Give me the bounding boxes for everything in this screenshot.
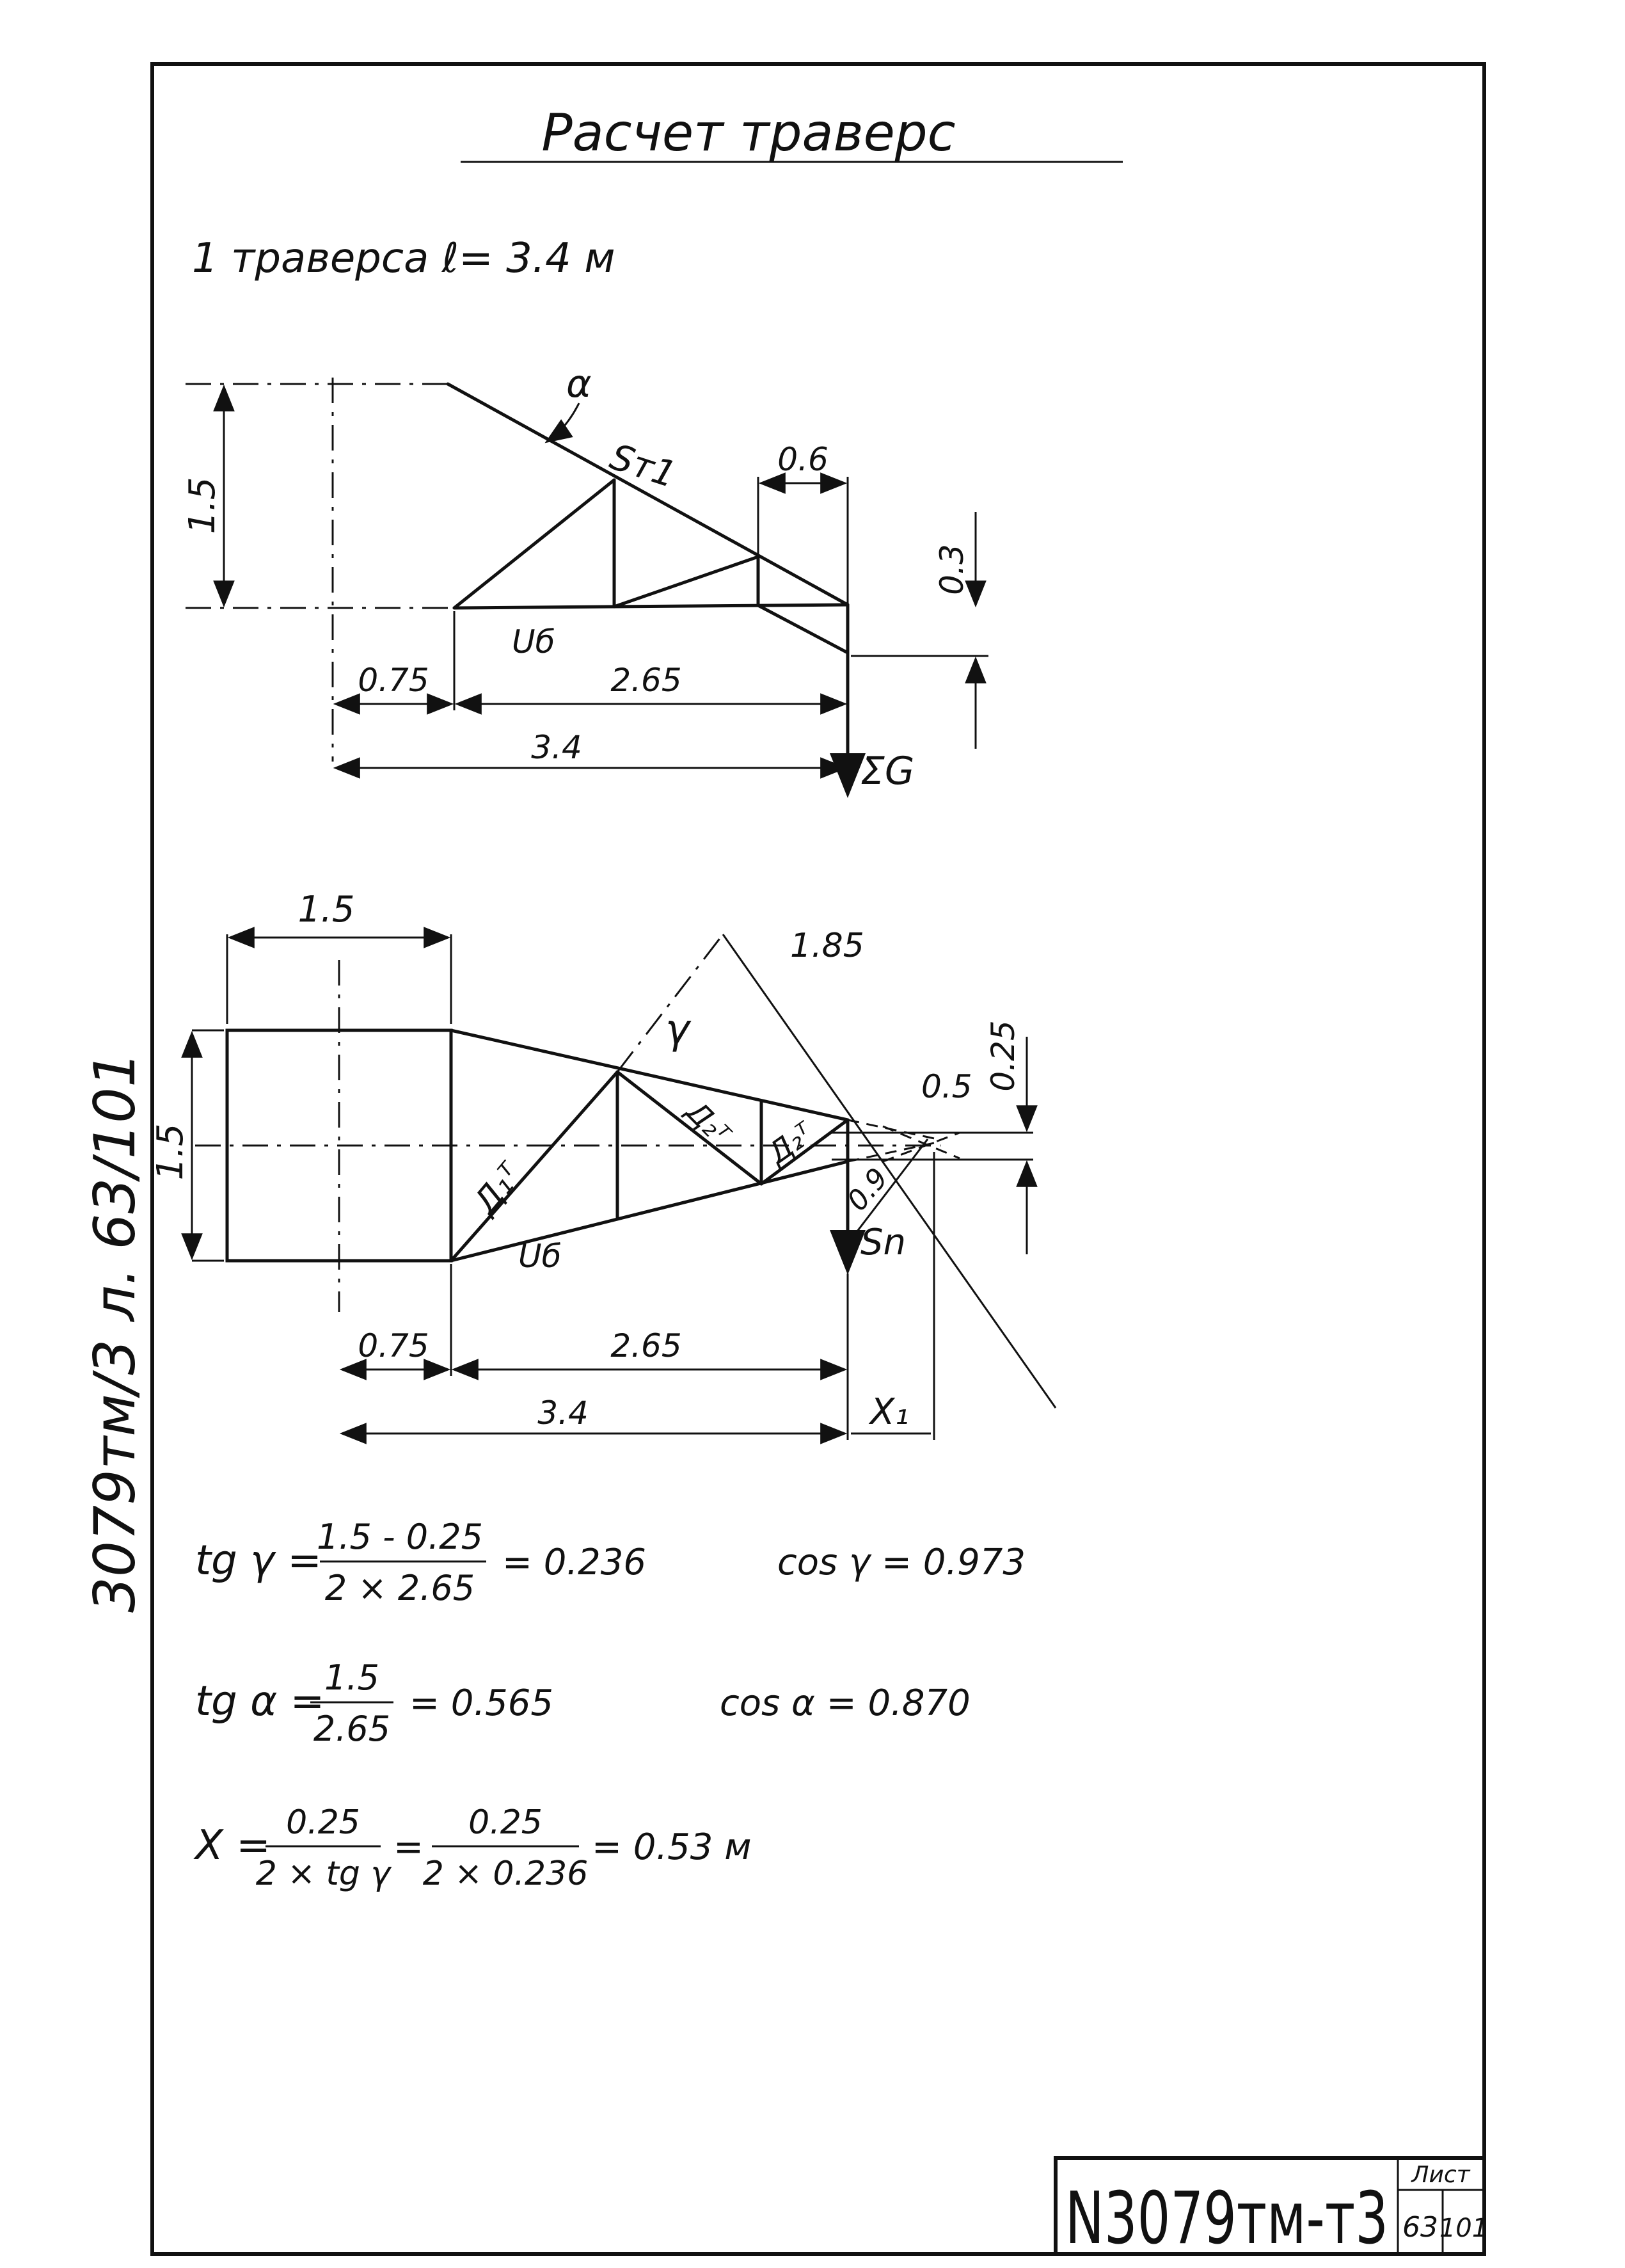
d1-angle-arc [544,403,580,443]
stamp-box [1054,2156,1486,2256]
d1-dim-b-label: 2.65 [610,662,681,699]
d2-dim-a-label: 0.75 [358,1327,429,1364]
f2-denominator: 2.65 [313,1709,390,1749]
side-code: 3079тм/3 л. 63/101 [82,1051,148,1613]
f1-lhs: tg γ = [195,1537,322,1585]
d1-right-dim-label: 0.3 [933,544,971,595]
d1-dim-a-label: 0.75 [358,662,429,699]
d2-d2b-label: Д₂ᵀ [761,1115,821,1171]
d1-height-label: 1.5 [182,477,223,534]
f2-cos: cos α = 0.870 [720,1682,971,1724]
f3-denominator-1: 2 × tg γ [256,1855,393,1893]
d2-top-chord [449,1028,850,1122]
stamp-doc-number: N3079тм-т3 [1065,2177,1388,2260]
d1-top-dim-label: 0.6 [777,441,828,478]
d1-top-chord [446,382,850,607]
d2-d1-label: Д₁ᵀ [466,1155,531,1222]
d1-diagonal-1 [452,478,616,610]
d2-ray-line [722,934,1057,1409]
d2-x1-label: X₁ [868,1391,909,1433]
d2-right-dim-label: 0.25 [985,1020,1022,1091]
d2-d2a-label: Д₂ᵀ [679,1093,738,1152]
d2-bottom-extrap [847,1141,938,1163]
f1-numerator: 1.5 - 0.25 [317,1517,483,1557]
f2-numerator: 1.5 [324,1657,379,1698]
d2-diagonal-2 [615,1070,763,1186]
f3-numerator-2: 0.25 [468,1803,543,1842]
d1-bottom-chord [452,603,850,610]
d2-dim-total-label: 3.4 [537,1394,589,1432]
f1-denominator: 2 × 2.65 [325,1568,475,1608]
d2-half-dim-label: 0.5 [921,1068,972,1105]
d1-dim-total-label: 3.4 [531,729,582,766]
diagram-1: 1.5 α Sт1 0.6 0.3 Uб 0.75 2.65 3.4 ΣG [182,362,988,798]
formula-2: tg α = 1.5 2.65 = 0.565 cos α = 0.870 [195,1657,971,1749]
d2-sn-label: Sn [860,1222,906,1263]
d1-end-member [756,603,850,655]
f3-lhs: X = [193,1822,271,1869]
d2-dim-b-label: 2.65 [610,1327,681,1364]
d2-top-dim-label: 1.5 [297,889,354,930]
f3-numerator-1: 0.25 [286,1803,360,1842]
sheet-frame [150,62,1486,2256]
title-stamp: N3079тм-т3 Лист 63 101 [1054,2156,1488,2260]
d2-intersect-mark-1 [882,1125,960,1160]
f1-cos: cos γ = 0.973 [777,1542,1026,1583]
d2-diagonal-3 [759,1118,850,1186]
d1-ub-label: Uб [512,623,555,660]
d1-st1-label: Sт1 [605,436,681,496]
f3-result: = 0.53 м [592,1826,751,1868]
d1-diagonal-2 [612,555,760,609]
f2-result: = 0.565 [409,1682,553,1724]
d1-sum-g-label: ΣG [860,749,914,794]
d1-angle-label: α [566,362,592,406]
stamp-sheet-number: 63 [1402,2211,1438,2244]
d2-angle-label: γ [665,1006,692,1053]
formula-1: tg γ = 1.5 - 0.25 2 × 2.65 = 0.236 cos γ… [195,1517,1026,1608]
stamp-sheet-label: Лист [1410,2162,1470,2188]
d2-perp-line [843,1138,929,1249]
d2-bottom-chord [449,1160,850,1263]
f3-denominator-2: 2 × 0.236 [423,1855,589,1893]
d2-height-label: 1.5 [150,1123,191,1180]
d2-ub-label: Uб [518,1238,561,1275]
sheet-subtitle: 1 траверса ℓ= 3.4 м [192,235,615,282]
sheet-title: Расчет траверс [541,103,955,163]
d2-normal-line [616,934,724,1073]
f1-result: = 0.236 [502,1542,646,1583]
formula-3: X = 0.25 2 × tg γ = 0.25 2 × 0.236 = 0.5… [193,1803,751,1893]
f2-lhs: tg α = [195,1678,324,1725]
d2-diagonal-1 [449,1070,619,1263]
stamp-sheet-total: 101 [1439,2214,1488,2243]
f3-equals: = [393,1826,424,1868]
d2-diag-dim-label: 1.85 [790,927,864,965]
diagram-2: 1.5 1.5 1.85 γ 0.25 0.5 Д₁ᵀ Д₂ᵀ Д₂ᵀ 0.9 [150,889,1057,1444]
